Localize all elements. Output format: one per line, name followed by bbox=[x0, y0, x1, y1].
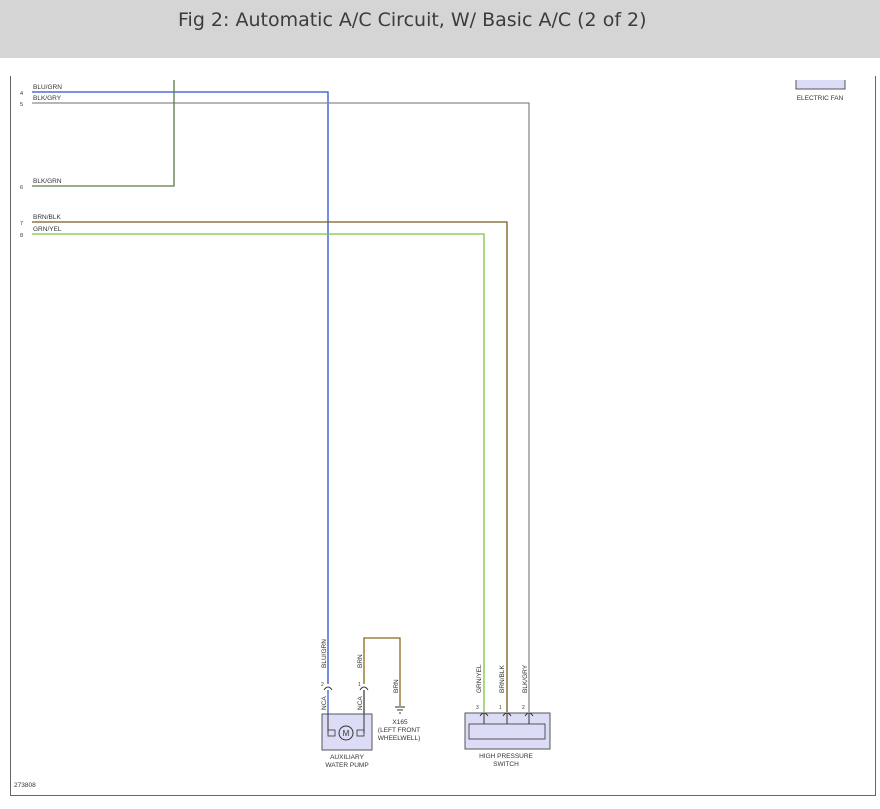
hp-wire-3-label: GRN/YEL bbox=[476, 664, 483, 693]
wire-4-blu-grn bbox=[32, 91, 329, 684]
hp-switch-inner-box bbox=[468, 723, 546, 740]
electric-fan-box bbox=[795, 80, 846, 90]
ground-loc-2: WHEELWELL) bbox=[378, 735, 421, 742]
motor-icon bbox=[338, 725, 354, 741]
motor-terminal-right bbox=[356, 729, 365, 737]
aux-pump-label-2: WATER PUMP bbox=[325, 762, 368, 769]
wire-5-label: BLK/GRY bbox=[33, 95, 62, 102]
electric-fan-label: ELECTRIC FAN bbox=[797, 95, 844, 102]
wire-8-label: GRN/YEL bbox=[33, 226, 62, 233]
ground-icon bbox=[395, 706, 405, 714]
hp-pin-2: 2 bbox=[522, 705, 525, 711]
wire-brn-ground bbox=[363, 637, 401, 706]
motor-terminal-left bbox=[327, 729, 336, 737]
pin-6-label: 6 bbox=[20, 185, 23, 191]
pump-pin-2: 2 bbox=[321, 682, 324, 688]
hp-pin-1: 1 bbox=[499, 705, 502, 711]
hp-pin-3: 3 bbox=[476, 705, 479, 711]
figure-title: Fig 2: Automatic A/C Circuit, W/ Basic A… bbox=[178, 9, 647, 31]
pump-connector-a-icon bbox=[323, 686, 333, 691]
motor-symbol: M bbox=[343, 729, 350, 738]
pump-wire-b-label: BRN bbox=[357, 654, 364, 668]
pump-wire-a-label: BLU/GRN bbox=[321, 639, 328, 668]
pump-connector-b-icon bbox=[359, 686, 369, 691]
hp-switch-label-1: HIGH PRESSURE bbox=[479, 753, 533, 760]
ground-loc-1: (LEFT FRONT bbox=[378, 727, 420, 734]
hp-switch-label-2: SWITCH bbox=[493, 761, 519, 768]
aux-pump-label-1: AUXILIARY bbox=[330, 754, 365, 761]
wire-7-label: BRN/BLK bbox=[33, 214, 61, 221]
title-bar: Fig 2: Automatic A/C Circuit, W/ Basic A… bbox=[0, 0, 880, 58]
hp-wire-2-label: BLK/GRY bbox=[522, 664, 529, 693]
wire-6-label: BLK/GRN bbox=[33, 178, 62, 185]
wire-8-grn-yel bbox=[32, 233, 485, 712]
pin-4-label: 4 bbox=[20, 91, 23, 97]
ground-wire-label: BRN bbox=[393, 679, 400, 693]
wire-5-blk-gry bbox=[32, 102, 530, 712]
diagram-frame bbox=[10, 76, 876, 796]
pump-nca-b: NCA bbox=[357, 696, 364, 710]
pin-8-label: 8 bbox=[20, 233, 23, 239]
pump-pin-1: 1 bbox=[358, 682, 361, 688]
hp-wire-1-label: BRN/BLK bbox=[499, 665, 506, 693]
pin-7-label: 7 bbox=[20, 221, 23, 227]
pin-5-label: 5 bbox=[20, 102, 23, 108]
wire-6-blk-grn bbox=[32, 80, 175, 187]
ground-id: X165 bbox=[392, 719, 408, 726]
wire-7-brn-blk bbox=[32, 221, 508, 712]
wire-4-label: BLU/GRN bbox=[33, 84, 62, 91]
pump-nca-a: NCA bbox=[321, 696, 328, 710]
figure-id: 273808 bbox=[14, 782, 36, 789]
